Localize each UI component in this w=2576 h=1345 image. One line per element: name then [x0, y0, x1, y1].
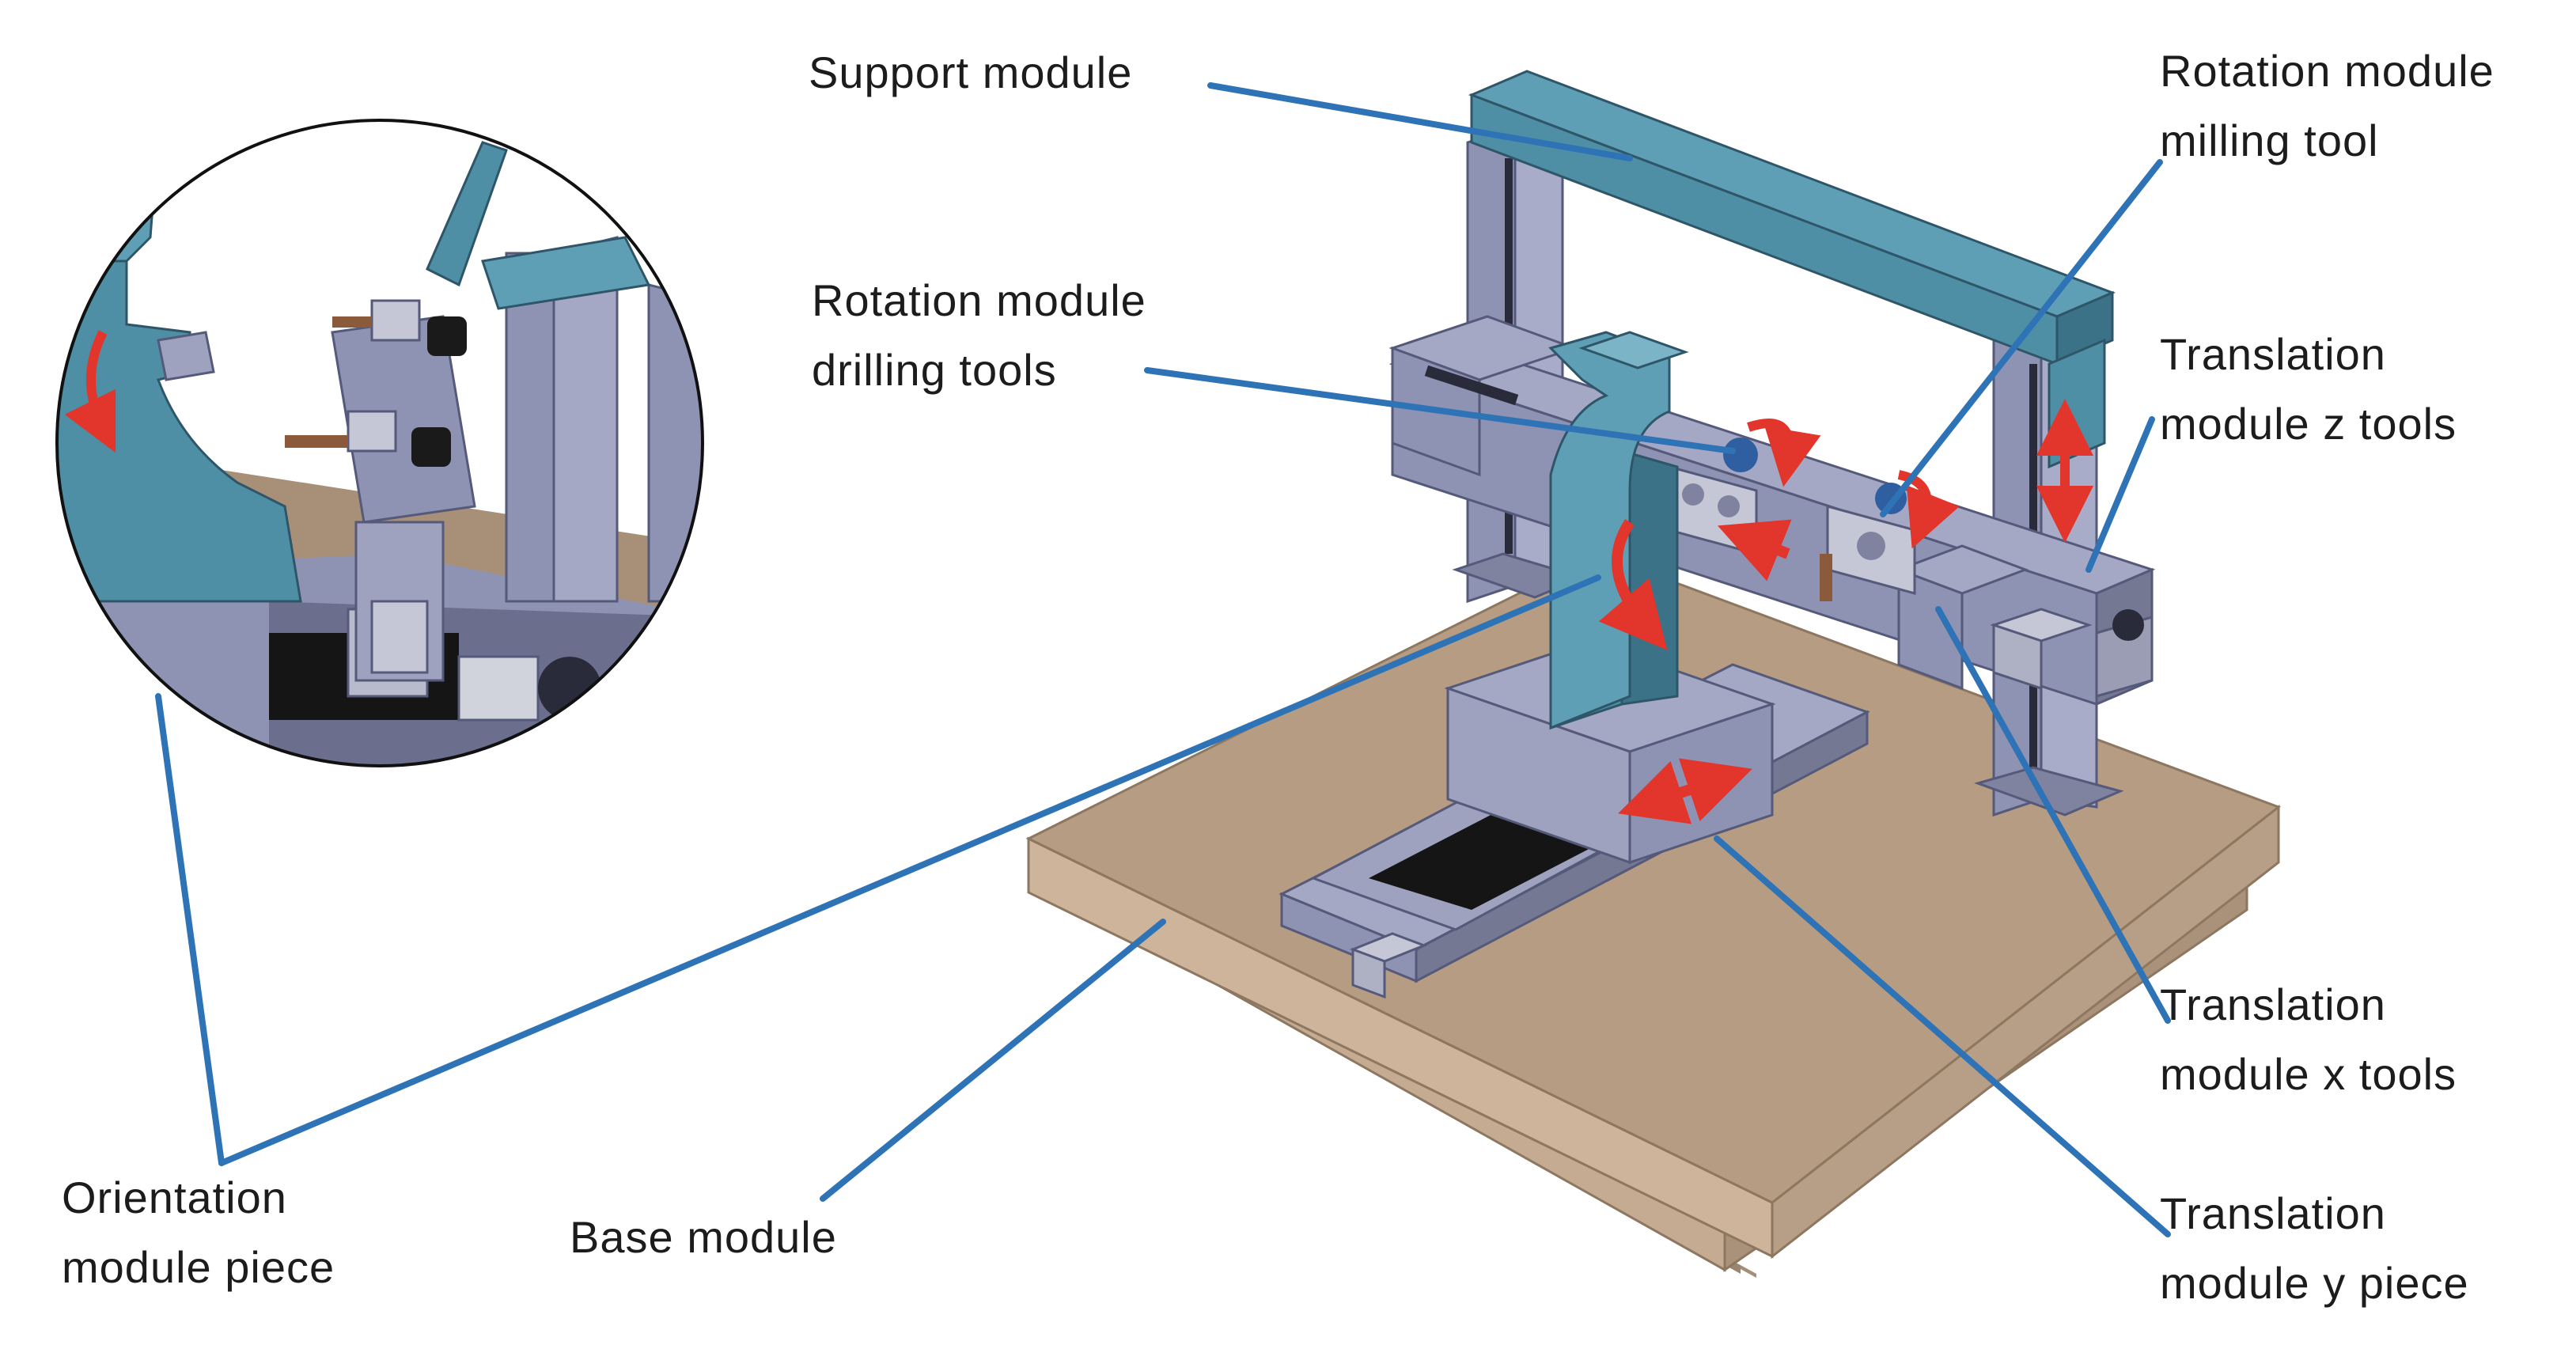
leader-orientation-main [218, 574, 1601, 1166]
detail-zoom-view [55, 119, 704, 767]
label-translation-y-piece: Translation module y piece [2160, 1179, 2469, 1318]
leader-rotation-milling [1880, 159, 2163, 517]
label-base-module: Base module [570, 1212, 837, 1262]
label-line: Orientation [62, 1173, 287, 1222]
translation-y-piece [1279, 639, 1870, 999]
leader-support [1207, 82, 1633, 161]
base-table [1025, 552, 2282, 1278]
label-line: Translation [2160, 1188, 2386, 1238]
leader-translation-z [2085, 416, 2155, 573]
rotation-tools [1630, 399, 2093, 601]
label-line: Rotation module [812, 275, 1146, 325]
label-rotation-milling-tool: Rotation module milling tool [2160, 36, 2495, 176]
label-orientation-module-piece: Orientation module piece [62, 1163, 335, 1302]
leader-lines [155, 82, 2171, 1237]
label-line: module piece [62, 1242, 335, 1292]
label-translation-z-tools: Translation module z tools [2160, 320, 2457, 459]
label-line: module y piece [2160, 1258, 2469, 1308]
leader-translation-x [1935, 606, 2171, 1024]
label-line: Translation [2160, 329, 2386, 379]
label-line: module z tools [2160, 399, 2457, 449]
leader-rotation-drilling [1144, 367, 1736, 454]
leader-base [820, 919, 1166, 1202]
label-translation-x-tools: Translation module x tools [2160, 970, 2457, 1109]
label-rotation-drilling-tools: Rotation module drilling tools [812, 266, 1146, 405]
label-line: milling tool [2160, 116, 2379, 165]
leader-translation-y [1714, 835, 2171, 1237]
label-line: module x tools [2160, 1049, 2457, 1099]
label-line: Rotation module [2160, 46, 2495, 96]
label-line: drilling tools [812, 345, 1057, 395]
label-line: Translation [2160, 979, 2386, 1029]
leader-orientation-zoom [155, 693, 225, 1166]
label-support-module: Support module [809, 47, 1133, 97]
